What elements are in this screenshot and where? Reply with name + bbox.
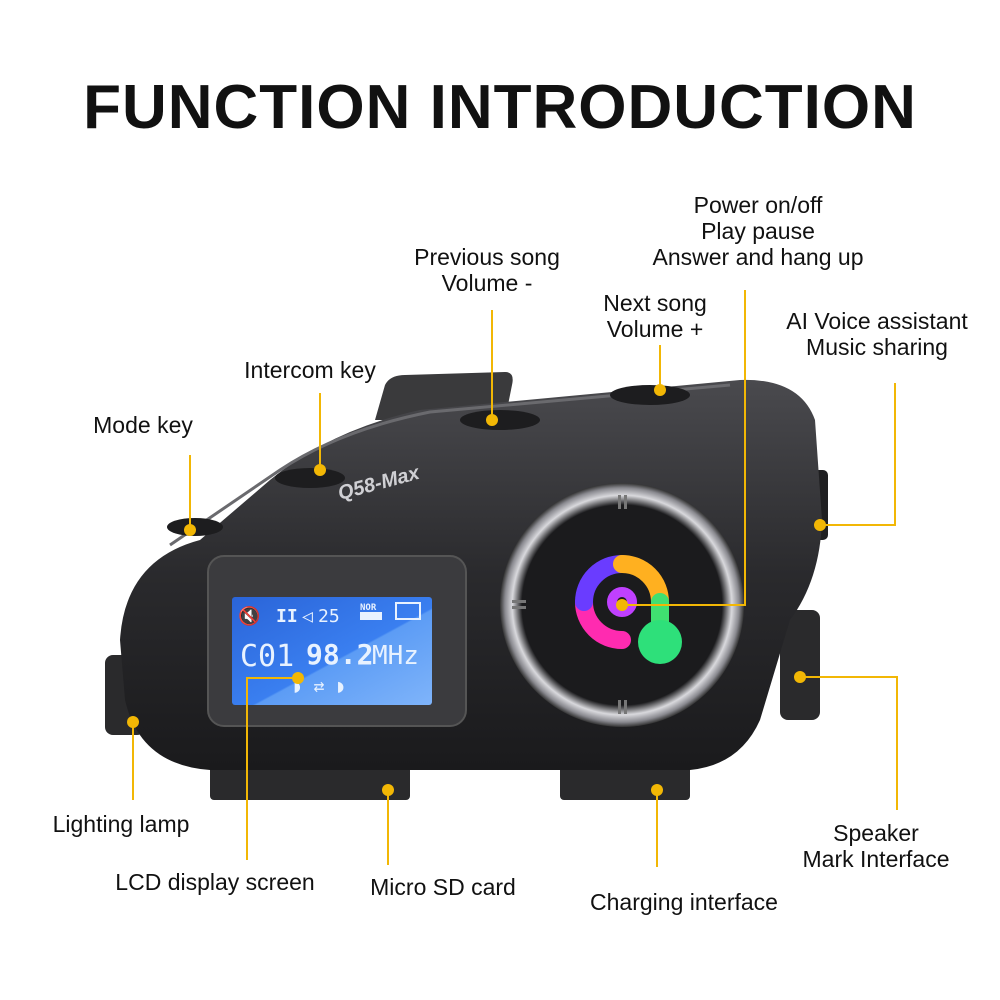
label-line: Volume - (441, 270, 533, 296)
label-previous: Previous song Volume - (414, 244, 560, 296)
label-line: Next song (603, 290, 707, 316)
label-sd: Micro SD card (370, 874, 516, 900)
lcd-mute-icon: 🔇 (238, 605, 260, 626)
label-intercom: Intercom key (244, 357, 376, 383)
lcd-sharing-icon: ◗ ⇄ ◗ (292, 676, 346, 697)
label-line: Play pause (701, 218, 815, 244)
intercom-key (275, 468, 345, 488)
lcd-frequency: 98.2 (306, 638, 373, 671)
page-title: FUNCTION INTRODUCTION (83, 73, 917, 142)
label-mode: Mode key (93, 412, 193, 438)
callout-lines (132, 290, 898, 867)
label-line: Volume + (606, 316, 704, 342)
label-line: Previous song (414, 244, 560, 270)
label-line: Speaker (833, 820, 919, 846)
speaker-interface-housing (780, 610, 820, 720)
label-lighting: Lighting lamp (52, 811, 190, 837)
label-line: Answer and hang up (652, 244, 864, 270)
label-ai: AI Voice assistant Music sharing (786, 308, 968, 360)
lcd-pause-icon: II (276, 606, 298, 627)
lcd-battery-icon (395, 602, 421, 620)
label-line: Music sharing (806, 334, 948, 360)
callout-dots (127, 384, 826, 796)
label-line: Power on/off (693, 192, 823, 218)
next-song-button (610, 385, 690, 405)
label-speaker: Speaker Mark Interface (803, 820, 950, 872)
label-next: Next song Volume + (603, 290, 707, 342)
lcd-speaker-icon: ◁ (302, 606, 313, 627)
lcd-channel: C01 (240, 639, 294, 674)
label-lcd: LCD display screen (115, 869, 315, 895)
label-line: Mark Interface (802, 846, 950, 872)
lcd-eq-icon (360, 612, 382, 620)
label-power: Power on/off Play pause Answer and hang … (653, 192, 864, 270)
label-charging: Charging interface (590, 889, 778, 915)
lcd-unit: MHz (372, 641, 419, 671)
label-line: AI Voice assistant (786, 308, 968, 334)
previous-song-button (460, 410, 540, 430)
lcd-volume: 25 (318, 606, 340, 627)
lcd-eq-mode: NOR (360, 603, 377, 613)
